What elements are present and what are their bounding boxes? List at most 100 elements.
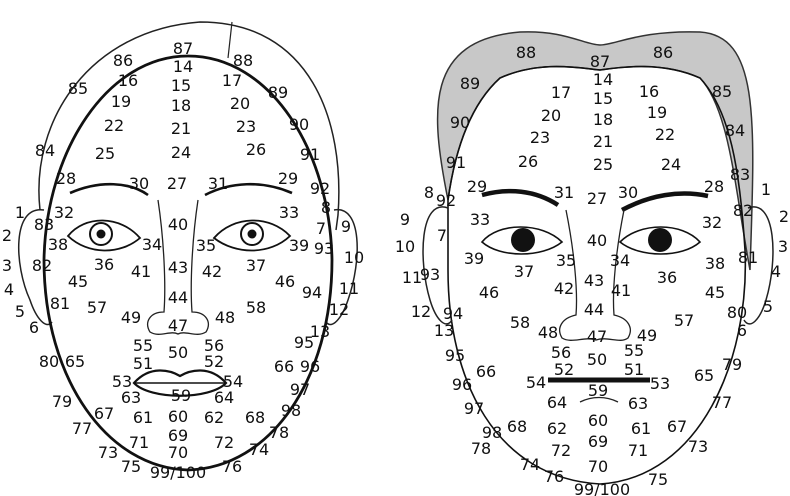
right-face-zone-label: 4 [771,262,781,281]
right-face-zone-label: 12 [411,302,431,321]
right-face-zone-label: 42 [554,279,574,298]
right-face-zone-label: 49 [637,326,657,345]
left-face-zone-label: 97 [290,380,310,399]
left-face-zone-label: 31 [208,174,228,193]
left-face-zone-label: 21 [171,119,191,138]
right-face-zone-label: 5 [763,297,773,316]
left-face-zone-label: 10 [344,248,364,267]
right-eye-left [480,226,564,255]
left-face-zone-label: 25 [95,144,115,163]
right-face-zone-label: 65 [694,366,714,385]
right-face-zone-label: 90 [450,113,470,132]
left-face-zone-label: 86 [113,51,133,70]
right-face-zone-label: 28 [704,177,724,196]
right-face-zone-label: 22 [655,125,675,144]
right-face-zone-label: 52 [554,360,574,379]
right-face-zone-label: 54 [526,373,546,392]
right-face-zone-label: 78 [471,439,491,458]
left-face-zone-label: 76 [222,457,242,476]
left-face-zone-label: 83 [34,215,54,234]
left-face-zone-label: 40 [168,215,188,234]
left-face-zone-label: 9 [341,217,351,236]
right-face-zone-label: 44 [584,300,604,319]
right-face-zone-label: 20 [541,106,561,125]
right-nose [559,209,631,341]
left-face-zone-label: 29 [278,169,298,188]
right-face-zone-label: 18 [593,110,613,129]
right-face-zone-label: 69 [588,432,608,451]
right-face-zone-label: 23 [530,128,550,147]
right-face-zone-label: 89 [460,74,480,93]
right-face-zone-label: 32 [702,213,722,232]
left-face-zone-label: 84 [35,141,55,160]
right-ear-right [743,206,774,325]
left-face-zone-label: 15 [171,76,191,95]
right-chin-line [579,396,619,403]
right-face-zone-label: 94 [443,304,463,323]
right-face-zone-label: 7 [437,226,447,245]
left-face-zone-label: 20 [230,94,250,113]
left-face-zone-label: 26 [246,140,266,159]
left-face-zone-label: 47 [168,316,188,335]
left-face-zone-label: 12 [329,300,349,319]
right-face-zone-label: 15 [593,89,613,108]
right-face-zone-label: 70 [588,457,608,476]
left-face-zone-label: 65 [65,352,85,371]
left-face-zone-label: 28 [56,169,76,188]
right-eye-right [618,226,702,255]
right-face-zone-label: 87 [590,52,610,71]
right-face-zone-label: 43 [584,271,604,290]
left-face-zone-label: 19 [111,92,131,111]
left-face-zone-label: 58 [246,298,266,317]
right-face-zone-label: 81 [738,248,758,267]
right-face-zone-label: 88 [516,43,536,62]
right-face-zone-label: 68 [507,417,527,436]
left-face-zone-label: 32 [54,203,74,222]
right-ear-left [422,206,453,325]
left-face-zone-label: 89 [268,83,288,102]
right-face-zone-label: 64 [547,393,567,412]
right-face-zone-label: 62 [547,419,567,438]
right-face-zone-label: 55 [624,341,644,360]
left-face-zone-label: 79 [52,392,72,411]
left-nose [147,199,209,335]
left-face-zone-label: 3 [2,256,12,275]
left-face-zone-label: 5 [15,302,25,321]
left-face-zone-label: 46 [275,272,295,291]
left-face-zone-label: 11 [339,279,359,298]
right-face-zone-label: 66 [476,362,496,381]
right-face-zone-label: 51 [624,360,644,379]
left-face-zone-label: 45 [68,272,88,291]
left-face-zone-label: 56 [204,336,224,355]
left-face-zone-label: 44 [168,288,188,307]
left-face-zone-label: 82 [32,256,52,275]
left-face-zone-label: 94 [302,283,322,302]
left-face-zone-label: 69 [168,426,188,445]
left-ear-left [17,209,53,326]
left-face-zone-label: 50 [168,343,188,362]
right-face-zone-label: 79 [722,355,742,374]
right-face-zone-label: 29 [467,177,487,196]
left-face-zone-label: 68 [245,408,265,427]
right-face-zone-label: 99/100 [574,480,630,496]
right-face-zone-label: 57 [674,311,694,330]
left-face-zone-label: 2 [2,226,12,245]
left-face-zone-label: 14 [173,57,193,76]
right-face-zone-label: 14 [593,70,613,89]
right-face-zone-label: 41 [611,281,631,300]
left-face-zone-label: 55 [133,336,153,355]
left-face-zone-label: 13 [310,322,330,341]
right-face-zone-label: 33 [470,210,490,229]
right-face-zone-label: 6 [737,321,747,340]
left-face-zone-label: 60 [168,407,188,426]
left-face-zone-label: 30 [129,174,149,193]
left-brow-left [69,182,149,197]
left-face-zone-label: 42 [202,262,222,281]
left-face-zone-label: 67 [94,404,114,423]
left-face-zone-label: 66 [274,357,294,376]
right-face-zone-label: 8 [424,183,434,202]
left-face-zone-label: 87 [173,39,193,58]
